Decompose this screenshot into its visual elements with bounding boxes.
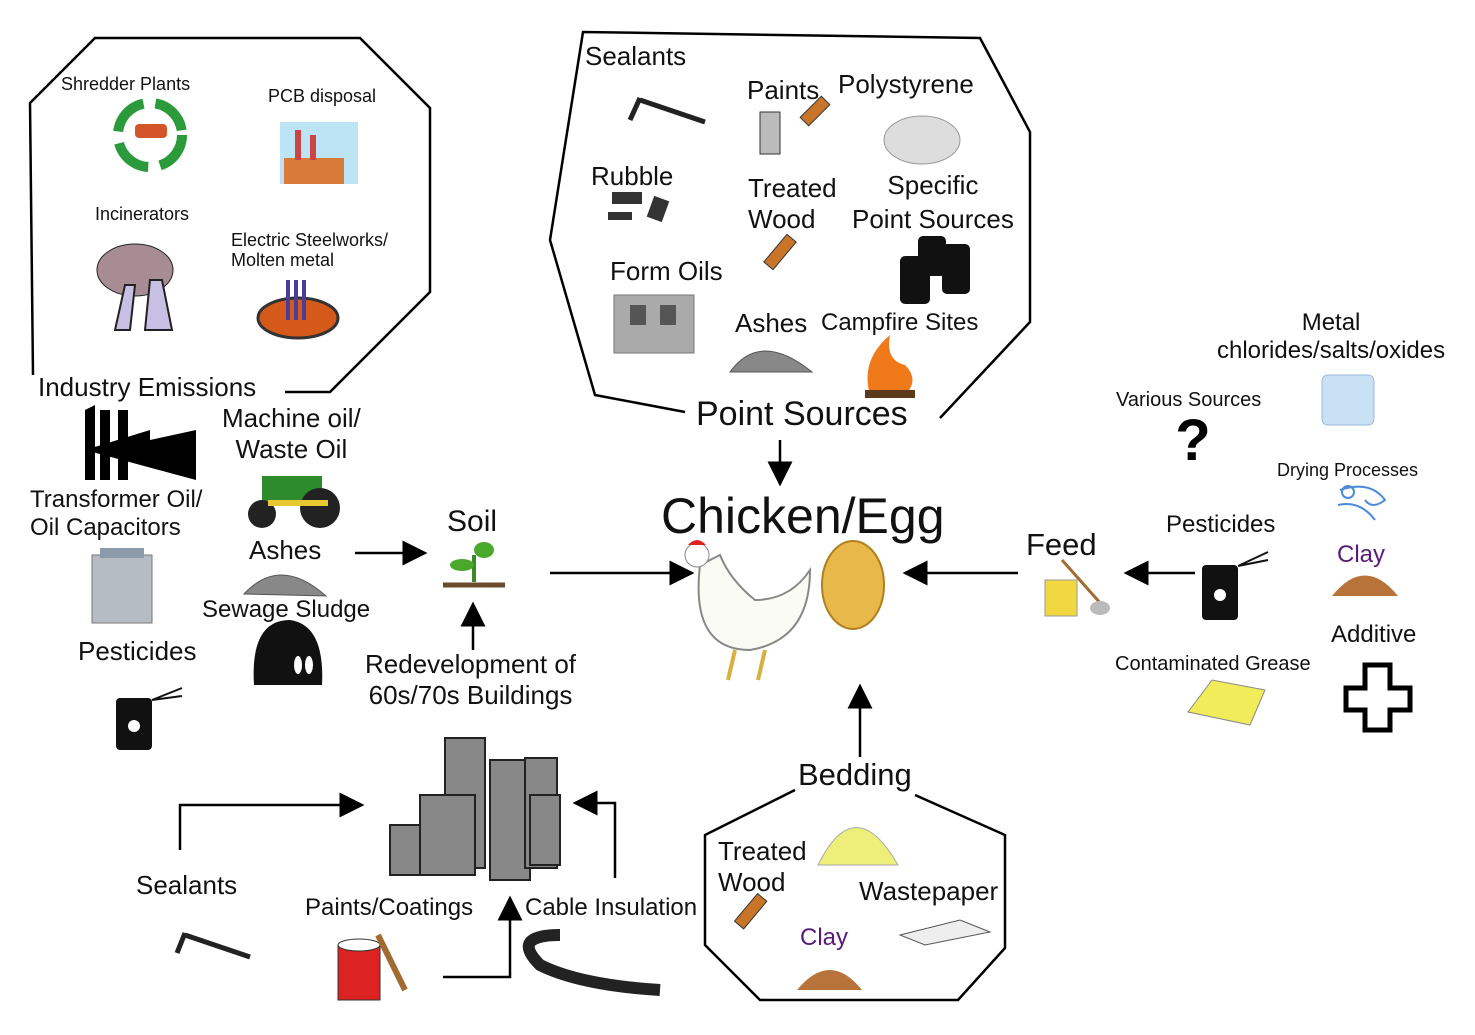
label-various-sources: Various Sources (1116, 389, 1262, 411)
label-transformer-oil: Transformer Oil/ Oil Capacitors (30, 486, 203, 541)
ash-pile-icon (729, 350, 814, 373)
arrow-cable (572, 790, 617, 878)
factory-icon (280, 122, 358, 184)
buildings-icon (389, 737, 561, 881)
butter-icon (1187, 679, 1266, 726)
label-soil: Soil (447, 505, 498, 538)
sealant-gun-icon-2 (174, 932, 251, 960)
label-feed: Feed (1026, 527, 1097, 562)
chicken-icon (684, 540, 812, 681)
label-cable-insulation: Cable Insulation (525, 894, 698, 921)
clay-pile-icon-2 (797, 970, 862, 990)
label-ashes-point: Ashes (735, 308, 808, 338)
label-paints-coatings: Paints/Coatings (305, 894, 474, 921)
label-form-oils: Form Oils (610, 256, 723, 286)
label-machine-oil: Machine oil/ Waste Oil (222, 403, 361, 465)
label-rubble: Rubble (591, 161, 674, 191)
label-wastepaper: Wastepaper (859, 876, 999, 906)
label-campfire-sites: Campfire Sites (821, 309, 979, 336)
label-treated-wood-point: Treated Wood (748, 173, 837, 234)
feed-bag-icon (1044, 559, 1110, 617)
label-sealants-buildings: Sealants (136, 870, 238, 900)
label-pcb-disposal: PCB disposal (268, 86, 377, 106)
label-electric-steelworks: Electric Steelworks/ Molten metal (231, 230, 389, 271)
label-treated-wood-bedding: Treated Wood (718, 836, 807, 897)
label-pesticides-soil: Pesticides (78, 636, 197, 666)
pesticide-sprayer-icon-2 (1202, 551, 1269, 620)
tractor-icon (248, 476, 340, 528)
cross-icon (1343, 662, 1413, 733)
industry-octagon (28, 36, 432, 394)
label-incinerators: Incinerators (95, 204, 190, 224)
transformer-icon (91, 548, 153, 624)
wood-plank-icon-2 (733, 892, 768, 930)
sewage-sludge-icon (253, 620, 323, 685)
label-chicken-egg: Chicken/Egg (661, 488, 945, 544)
incinerator-icon (96, 243, 174, 331)
label-clay-feed: Clay (1337, 541, 1386, 568)
wood-plank-icon (763, 233, 797, 271)
ice-cube-icon (1321, 374, 1375, 426)
label-paints: Paints (747, 75, 820, 105)
hay-icon (817, 827, 899, 866)
label-shredder-plants: Shredder Plants (61, 74, 191, 94)
label-additive: Additive (1331, 621, 1417, 648)
label-sealants-point: Sealants (585, 41, 687, 71)
arrow-paints (443, 895, 523, 979)
svg-text:?: ? (1175, 408, 1210, 473)
label-metal-chlorides: Metal chlorides/salts/oxides (1217, 309, 1446, 364)
campfire-icon (865, 335, 915, 398)
paint-bucket-icon (337, 933, 408, 1001)
barrels-icon (900, 236, 970, 304)
wind-icon (1337, 485, 1387, 521)
sealant-gun-icon (627, 96, 706, 125)
clay-pile-icon (1332, 575, 1398, 596)
label-redevelopment: Redevelopment of 60s/70s Buildings (365, 649, 577, 710)
label-industry-emissions: Industry Emissions (38, 372, 257, 402)
wastepaper-icon (898, 919, 992, 946)
label-ashes-soil: Ashes (249, 535, 322, 565)
paint-can-icon (759, 95, 831, 155)
arrow-sealants (178, 792, 365, 850)
steelworks-icon (256, 280, 340, 340)
cable-icon (522, 929, 661, 996)
label-contaminated-grease: Contaminated Grease (1115, 653, 1311, 675)
label-polystyrene: Polystyrene (838, 69, 974, 99)
question-mark-icon: ? (1175, 408, 1210, 473)
pesticide-sprayer-icon (116, 687, 183, 750)
label-drying-processes: Drying Processes (1277, 460, 1419, 480)
industry-silhouette-icon (85, 405, 196, 480)
seedling-icon (443, 542, 505, 588)
label-clay-bedding: Clay (800, 924, 849, 951)
label-specific-point-sources: Specific Point Sources (852, 170, 1014, 234)
ash-pile-icon-2 (242, 574, 328, 597)
label-point-sources: Point Sources (696, 395, 908, 433)
label-sewage-sludge: Sewage Sludge (202, 596, 371, 623)
egg-icon (821, 540, 885, 630)
label-pesticides-feed: Pesticides (1166, 511, 1276, 538)
label-bedding: Bedding (798, 757, 912, 792)
recycle-icon (113, 98, 187, 172)
polystyrene-icon (883, 115, 961, 165)
rubble-icon (608, 192, 670, 223)
bedding-octagon (703, 788, 1007, 1002)
point-sources-octagon (548, 30, 1032, 419)
concrete-block-icon (613, 294, 695, 354)
